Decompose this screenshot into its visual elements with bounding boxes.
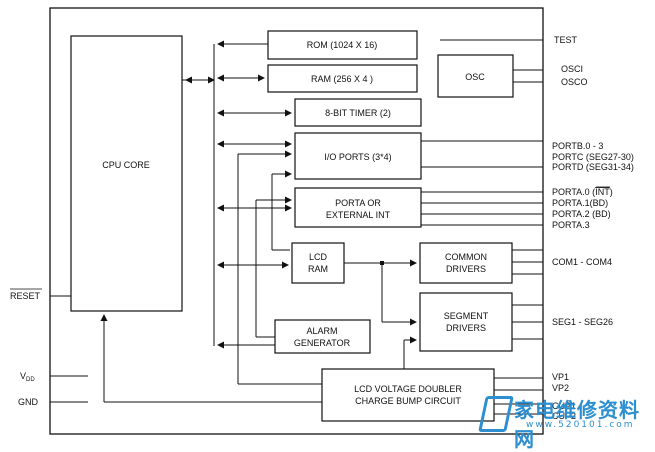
pin-seg: SEG1 - SEG26 xyxy=(552,317,613,327)
osc-label: OSC xyxy=(465,72,485,82)
watermark-logo: 家电维修资料网 www.520101.com xyxy=(478,392,650,451)
common-drivers-label-1: COMMON xyxy=(445,252,487,262)
lcd-voltage-label-1: LCD VOLTAGE DOUBLER xyxy=(354,384,462,394)
watermark-url: www.520101.com xyxy=(526,420,635,430)
porta-ext-int-block: PORTA OR EXTERNAL INT xyxy=(294,187,422,228)
pin-osco: OSCO xyxy=(561,77,588,87)
common-drivers-block: COMMON DRIVERS xyxy=(419,242,513,284)
rom-block: ROM (1024 X 16) xyxy=(267,30,418,60)
pin-com: COM1 - COM4 xyxy=(552,257,612,267)
pin-portd: PORTD (SEG31-34) xyxy=(552,162,634,172)
pin-osci: OSCI xyxy=(561,64,583,74)
pin-vdd: VDD xyxy=(20,371,35,383)
pin-porta2: PORTA.2 (BD) xyxy=(552,209,611,219)
lcd-ram-block: LCD RAM xyxy=(291,242,345,284)
lcd-ram-label-2: RAM xyxy=(308,264,328,274)
pin-gnd: GND xyxy=(18,397,39,407)
pin-porta1: PORTA.1(BD) xyxy=(552,198,608,208)
ram-label: RAM (256 X 4 ) xyxy=(311,74,373,84)
segment-drivers-block: SEGMENT DRIVERS xyxy=(419,292,513,352)
pin-vp1: VP1 xyxy=(552,372,569,382)
block-diagram: CPU CORE ROM (1024 X 16) RAM (256 X 4 ) … xyxy=(10,7,634,435)
segment-drivers-label-2: DRIVERS xyxy=(446,323,486,333)
wrench-logo-icon xyxy=(478,396,514,432)
timer-block: 8-BIT TIMER (2) xyxy=(294,98,422,127)
porta-ext-label-1: PORTA OR xyxy=(335,198,381,208)
pin-porta3: PORTA.3 xyxy=(552,220,590,230)
lcd-ram-label-1: LCD xyxy=(309,252,328,262)
common-drivers-label-2: DRIVERS xyxy=(446,264,486,274)
cpu-core-block: CPU CORE xyxy=(70,35,183,312)
io-ports-block: I/O PORTS (3*4) xyxy=(294,132,422,180)
pin-vp2: VP2 xyxy=(552,383,569,393)
alarm-label-2: GENERATOR xyxy=(294,338,351,348)
alarm-generator-block: ALARM GENERATOR xyxy=(274,319,371,354)
pin-portc: PORTC (SEG27-30) xyxy=(552,152,634,162)
pin-portb: PORTB.0 - 3 xyxy=(552,141,603,151)
timer-label: 8-BIT TIMER (2) xyxy=(325,108,391,118)
ram-block: RAM (256 X 4 ) xyxy=(267,64,418,93)
porta-ext-label-2: EXTERNAL INT xyxy=(326,210,391,220)
pin-test: TEST xyxy=(554,35,578,45)
alarm-label-1: ALARM xyxy=(306,326,337,336)
rom-label: ROM (1024 X 16) xyxy=(307,40,378,50)
chip-boundary xyxy=(49,7,544,435)
lcd-voltage-label-2: CHARGE BUMP CIRCUIT xyxy=(355,396,461,406)
pin-cup2: CUP2 xyxy=(552,411,576,421)
lcd-voltage-block: LCD VOLTAGE DOUBLER CHARGE BUMP CIRCUIT xyxy=(321,368,495,422)
osc-block: OSC xyxy=(437,54,514,98)
pin-reset: RESET xyxy=(10,291,41,301)
pin-cup1: CUP1 xyxy=(552,401,576,411)
pin-porta0: PORTA.0 (INT) xyxy=(552,187,613,197)
io-ports-label: I/O PORTS (3*4) xyxy=(324,152,391,162)
segment-drivers-label-1: SEGMENT xyxy=(444,311,489,321)
cpu-core-label: CPU CORE xyxy=(102,160,150,170)
